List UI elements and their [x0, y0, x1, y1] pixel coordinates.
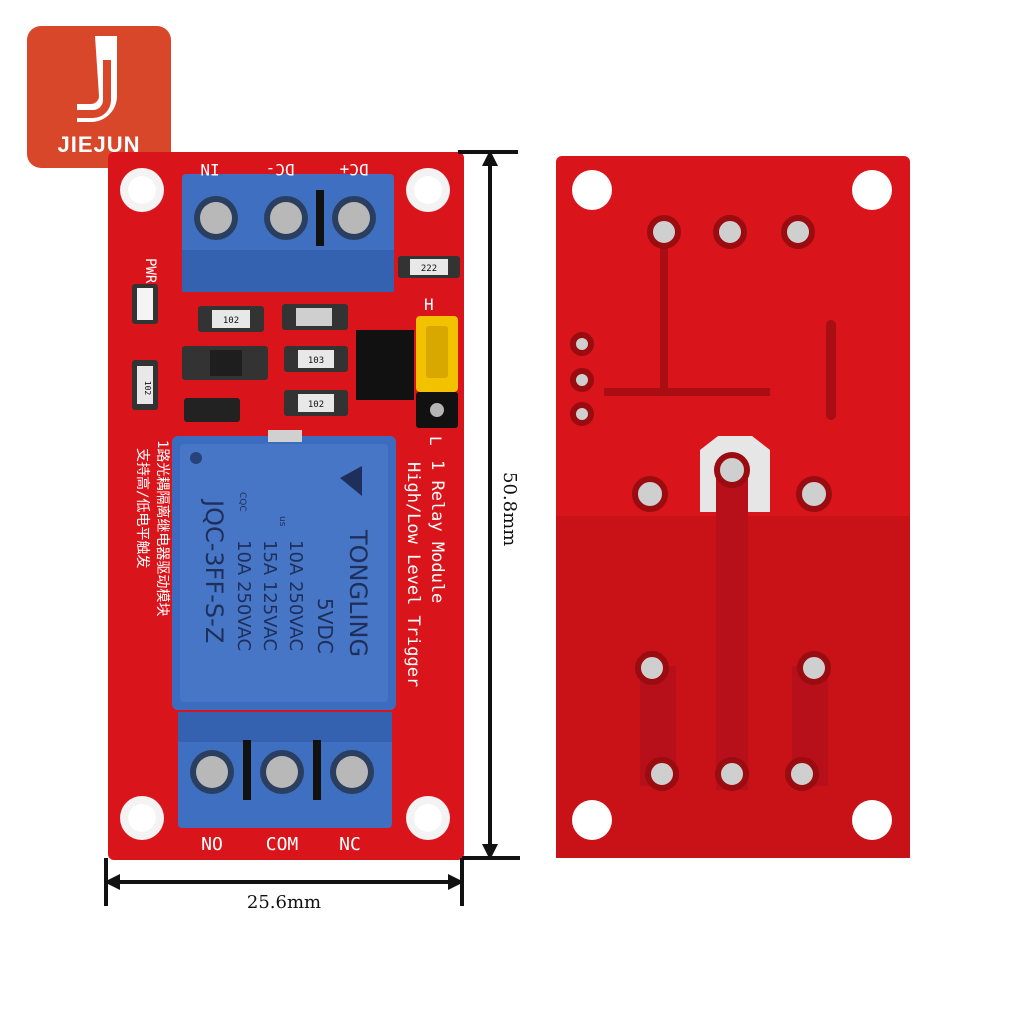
relay-voltage: 5VDC: [313, 598, 337, 654]
relay-body: [172, 430, 396, 710]
relay-rating-1: 10A 250VAC: [285, 540, 306, 651]
bottom-terminal-block: [178, 712, 392, 828]
relay-cqc-mark: CQC: [237, 492, 247, 512]
jumper-high-label: H: [424, 295, 434, 314]
pwr-label: PWR: [142, 258, 158, 284]
height-dimension: [458, 150, 520, 860]
pin-label-com: COM: [266, 834, 299, 855]
width-dimension: [104, 858, 464, 906]
resistor-code-103: 103: [308, 356, 324, 366]
jumper-header: [416, 316, 458, 428]
pin-label-in: IN: [200, 160, 219, 179]
pin-label-no: NO: [201, 834, 223, 855]
chinese-line-2: 支持高/低电平触发: [134, 448, 151, 568]
trigger-text: High/Low Level Trigger: [403, 462, 423, 687]
relay-rating-3: 10A 250VAC: [233, 540, 254, 651]
resistor-code-102-b: 102: [308, 400, 324, 410]
chinese-line-1: 1路光耦隔离继电器驱动模块: [154, 440, 171, 616]
pin-label-nc: NC: [339, 834, 361, 855]
top-terminal-block: [182, 174, 394, 292]
pin-label-dc-plus: DC+: [340, 160, 369, 179]
back-board: [556, 156, 910, 858]
relay-rating-2: 15A 125VAC: [259, 540, 280, 651]
resistor-code-222: 222: [421, 264, 437, 274]
resistor-code-102-c: 102: [143, 381, 152, 396]
jiejun-logo: JIEJUN: [27, 26, 171, 168]
mounting-holes-front: [120, 168, 450, 840]
module-title: 1 Relay Module: [427, 460, 447, 603]
relay-model: JQC-3FF-S-Z: [200, 498, 228, 643]
width-dimension-label: 25.6mm: [247, 892, 321, 913]
relay-us-mark: us: [277, 516, 287, 527]
j-monogram-icon: [67, 36, 117, 122]
relay-brand: TONGLING: [344, 529, 372, 657]
tongling-logo-icon: [340, 466, 362, 496]
jumper-low-label: L: [426, 436, 445, 446]
pin-label-dc-minus: DC-: [266, 160, 295, 179]
smd-components: [132, 256, 460, 422]
resistor-code-102-a: 102: [223, 316, 239, 326]
height-dimension-label: 50.8mm: [499, 472, 520, 546]
